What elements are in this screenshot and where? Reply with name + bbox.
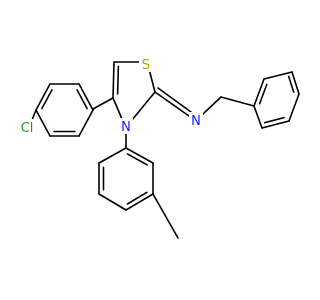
bond-benzyl-ring-3	[288, 93, 300, 122]
bond-c2-n-imine	[154, 91, 190, 117]
bond-chlorophenyl-ring-3	[35, 109, 51, 137]
bond-tolyl-ring-inner-0	[126, 153, 148, 166]
atom-s-label: S	[142, 58, 150, 73]
bond-chlorophenyl-ring-5	[78, 109, 94, 137]
bond-c4-chlorophenyl	[92, 97, 114, 110]
bond-n3-c4	[112, 97, 123, 120]
bond-chlorophenyl-ring-inner-0	[76, 88, 88, 110]
bond-chlorophenyl-ring-inner-2	[41, 88, 53, 110]
bond-c4-c5	[112, 61, 115, 99]
bond-chlorophenyl-cl	[31, 109, 37, 121]
bond-chlorophenyl-ring-2	[35, 83, 51, 111]
atom-n-ring: N	[119, 118, 133, 135]
bond-s1-c2	[148, 68, 156, 93]
bond-tolyl-methyl	[152, 193, 179, 239]
bond-benzyl-ring-4	[261, 120, 290, 129]
bond-benzyl-ring-1	[263, 71, 293, 80]
bond-ch2-phenyl	[220, 96, 255, 107]
bond-benzyl-ring-0	[253, 78, 265, 107]
bond-tolyl-ring-3	[98, 193, 127, 211]
bond-tolyl-ring-inner-2	[126, 191, 148, 205]
atom-label-layer: S N N Cl	[16, 56, 203, 136]
bond-c2-n-imine-second	[157, 87, 192, 113]
bond-c4-c5-inner	[116, 65, 120, 95]
bond-benzyl-ring-inner-4	[263, 116, 285, 124]
bond-tolyl-ring-0	[125, 147, 154, 164]
bond-tolyl-ring-5	[98, 147, 127, 164]
atom-s: S	[139, 56, 153, 73]
bond-benzyl-ring-inner-2	[287, 75, 295, 94]
bond-chlorophenyl-ring-0	[78, 83, 94, 111]
atom-n-imine: N	[189, 112, 203, 129]
bond-tolyl-ring-2	[125, 193, 154, 211]
atom-cl-label: Cl	[21, 121, 34, 136]
bond-benzyl-ring-inner-0	[258, 83, 268, 105]
bond-layer	[31, 61, 300, 239]
atom-n-ring-label: N	[121, 120, 131, 135]
bond-n-ch2	[202, 96, 222, 115]
bond-benzyl-ring-5	[253, 105, 263, 129]
molecule-structure: S N N Cl	[16, 56, 300, 239]
atom-n-imine-label: N	[191, 114, 201, 129]
atom-cl: Cl	[16, 119, 38, 136]
bond-c2-n3	[131, 91, 156, 121]
bond-benzyl-ring-2	[291, 71, 300, 95]
